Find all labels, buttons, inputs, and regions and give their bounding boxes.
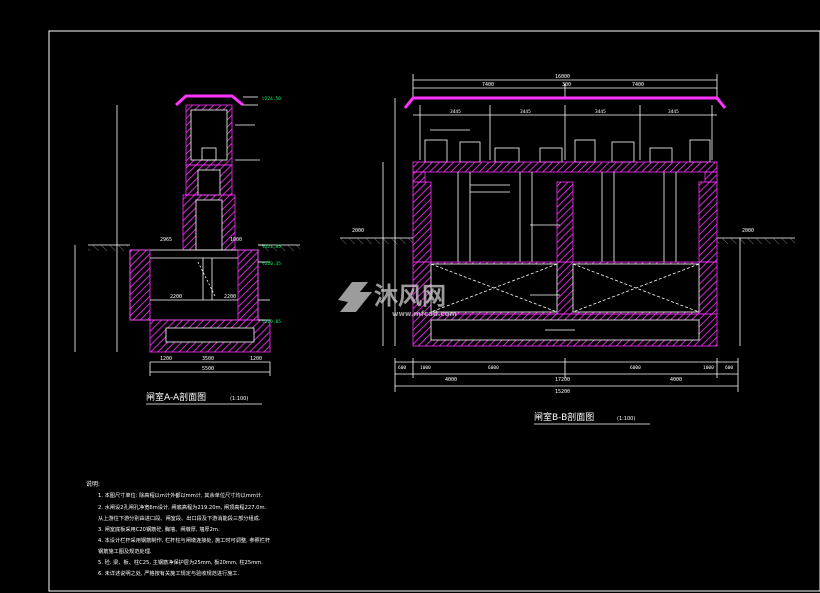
a-width-3: 2200 <box>170 294 182 300</box>
b-top-total: 16000 <box>555 74 570 80</box>
a-sub-dim-3: 1200 <box>250 356 262 362</box>
notes-item-6: 钢筋施工图及规范处理. <box>98 547 152 555</box>
b-top-right: 7400 <box>632 82 644 88</box>
b-bay-dim-2: 3445 <box>520 109 531 115</box>
b-bottom-mid-1: 4000 <box>445 377 457 383</box>
b-bay-dim-1: 3445 <box>450 109 461 115</box>
section-b-title: 闸室B-B剖面图 <box>534 411 594 423</box>
notes-item-4: 3. 闸室底板采用C20钢筋砼, 胸墙、闸墩厚, 墙厚2m. <box>98 525 220 533</box>
a-bottom-dim: 5500 <box>202 366 214 372</box>
a-width-4: 2200 <box>224 294 236 300</box>
a-level-tag-4: ▽219.85 <box>262 319 281 325</box>
b-bay-dim-3: 3445 <box>595 109 606 115</box>
section-a-scale: (1:100) <box>230 396 248 402</box>
b-bottom-total: 15200 <box>555 389 570 395</box>
watermark-brand: 沐风网 <box>374 282 446 310</box>
notes-item-7: 5. 砼: 梁、板、柱C25, 主钢筋净保护层为25mm, 板20mm, 柱25… <box>98 558 263 566</box>
b-bottom-seg-5: 1000 <box>703 365 714 371</box>
drawing-border <box>48 30 820 592</box>
b-bottom-seg-2: 1000 <box>420 365 431 371</box>
b-bottom-seg-3: 6000 <box>488 365 499 371</box>
watermark-logo-icon <box>338 282 372 312</box>
design-notes: 说明: 1. 本图尺寸单位: 除高程以m计外都以mm计, 其余单位尺寸均以mm计… <box>86 480 270 577</box>
b-bottom-mid-3: 4000 <box>670 377 682 383</box>
notes-item-3: 从上游往下游分别由进口段、闸室段、出口段及下游消能段三部分组成. <box>98 514 261 522</box>
section-b-scale: (1:100) <box>617 416 635 422</box>
watermark: 沐风网 www.mfcad.com <box>338 282 457 318</box>
b-bay-dim-4: 3445 <box>668 109 679 115</box>
a-width-2: 1000 <box>230 237 242 243</box>
b-bottom-seg-4: 6000 <box>630 365 641 371</box>
section-a-drawing <box>74 94 300 376</box>
notes-item-1: 1. 本图尺寸单位: 除高程以m计外都以mm计, 其余单位尺寸均以mm计. <box>98 491 263 499</box>
notes-heading: 说明: <box>86 480 100 488</box>
notes-item-2: 2. 水闸设2孔闸孔净宽6m设计, 闸底高程为219.20m, 闸顶高程227.… <box>98 503 267 511</box>
b-top-mid: 300 <box>562 82 571 88</box>
a-sub-dim-1: 1200 <box>160 356 172 362</box>
watermark-url: www.mfcad.com <box>392 310 457 318</box>
b-bottom-seg-6: 600 <box>725 365 733 371</box>
b-side-dim-right: 2000 <box>742 228 754 234</box>
a-level-tag-3: ▽220.35 <box>262 261 281 267</box>
a-level-tag-1: ▽224.50 <box>262 96 281 102</box>
a-level-tag-2: ▽221.85 <box>262 244 281 250</box>
b-bottom-mid-2: 17200 <box>555 377 570 383</box>
b-side-dim-left: 2000 <box>352 228 364 234</box>
notes-item-8: 6. 未详述说明之处, 严格按有关施工规定与验收规范进行施工. <box>98 569 240 577</box>
a-width-1: 2965 <box>160 237 172 243</box>
section-a-title: 闸室A-A剖面图 <box>146 391 206 403</box>
b-top-left: 7400 <box>482 82 494 88</box>
notes-item-5: 4. 本设计栏杆采用钢筋制作, 栏杆柱与闸墩连接处, 施工时可调整, 参照栏杆 <box>98 536 270 544</box>
b-bottom-seg-1: 600 <box>398 365 406 371</box>
section-b-drawing <box>340 74 795 392</box>
a-sub-dim-2: 3500 <box>202 356 214 362</box>
